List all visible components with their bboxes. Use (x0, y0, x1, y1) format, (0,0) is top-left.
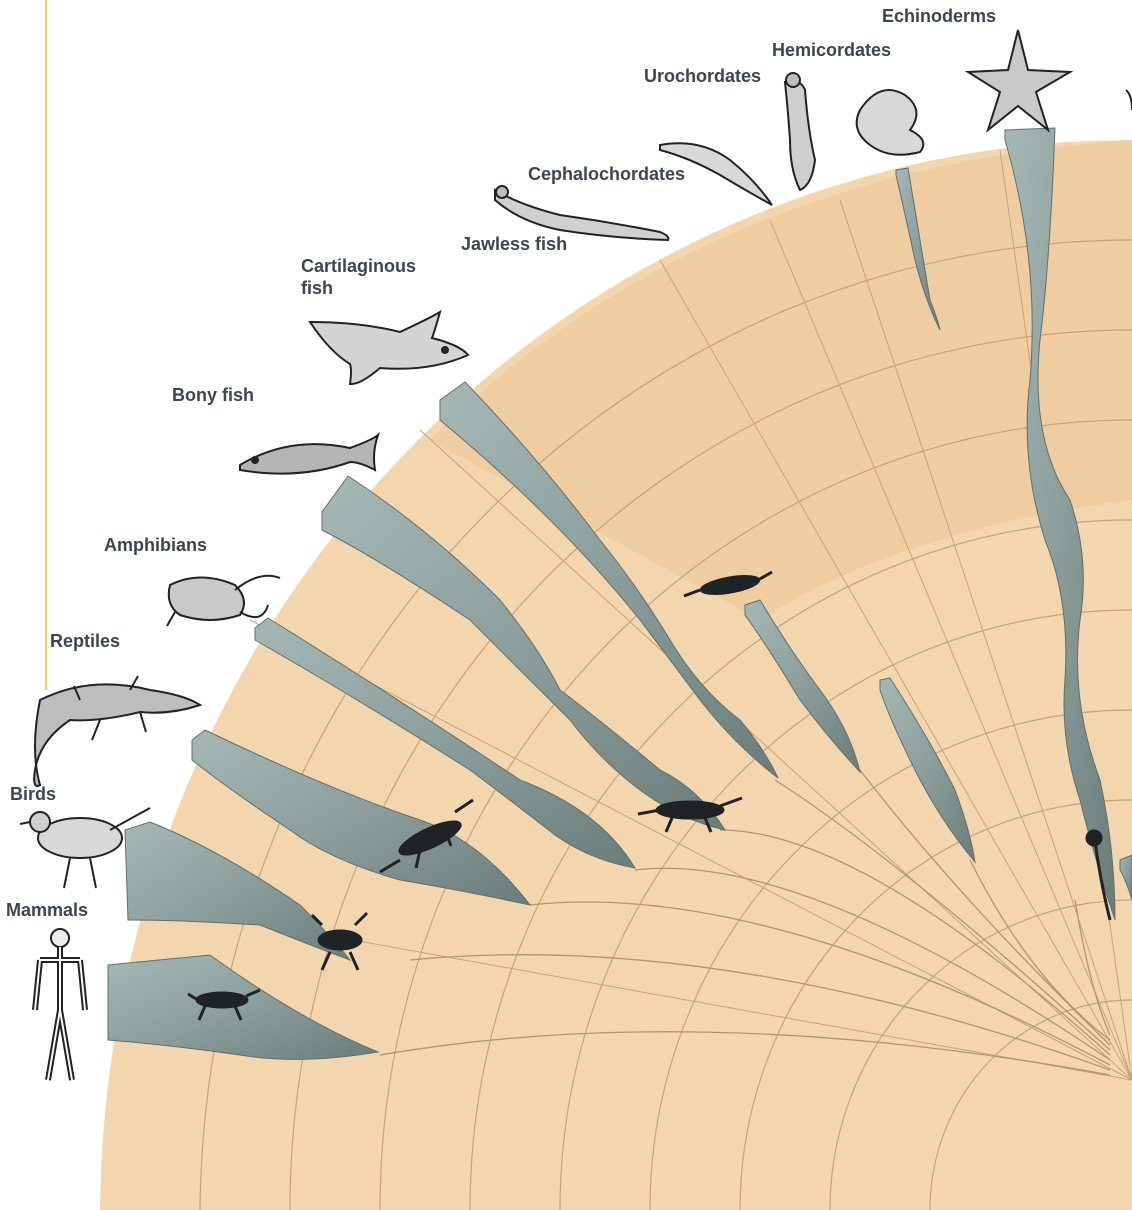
acorn-worm-icon (857, 90, 924, 155)
lamprey-icon (495, 186, 668, 240)
label-mammals: Mammals (6, 900, 88, 920)
starfish-icon (968, 30, 1070, 130)
label-birds: Birds (10, 784, 56, 804)
shark-icon (310, 312, 468, 384)
crocodile-icon (34, 676, 200, 786)
partial-icon-edge (1126, 90, 1132, 110)
label-hemicordates: Hemicordates (772, 40, 891, 60)
label-cartilaginous-fish-line1: Cartilaginous (301, 256, 416, 276)
sea-squirt-icon (785, 73, 815, 190)
cod-icon (240, 435, 378, 474)
human-figure-icon (35, 929, 85, 1080)
label-bony-fish: Bony fish (172, 385, 254, 405)
frog-icon (167, 576, 280, 626)
label-cartilaginous-fish-line2: fish (301, 278, 333, 298)
label-amphibians: Amphibians (104, 535, 207, 555)
label-cephalochordates: Cephalochordates (528, 164, 685, 184)
label-jawless-fish: Jawless fish (461, 234, 567, 254)
label-urochordates: Urochordates (644, 66, 761, 86)
label-echinoderms: Echinoderms (882, 6, 996, 26)
label-reptiles: Reptiles (50, 631, 120, 651)
